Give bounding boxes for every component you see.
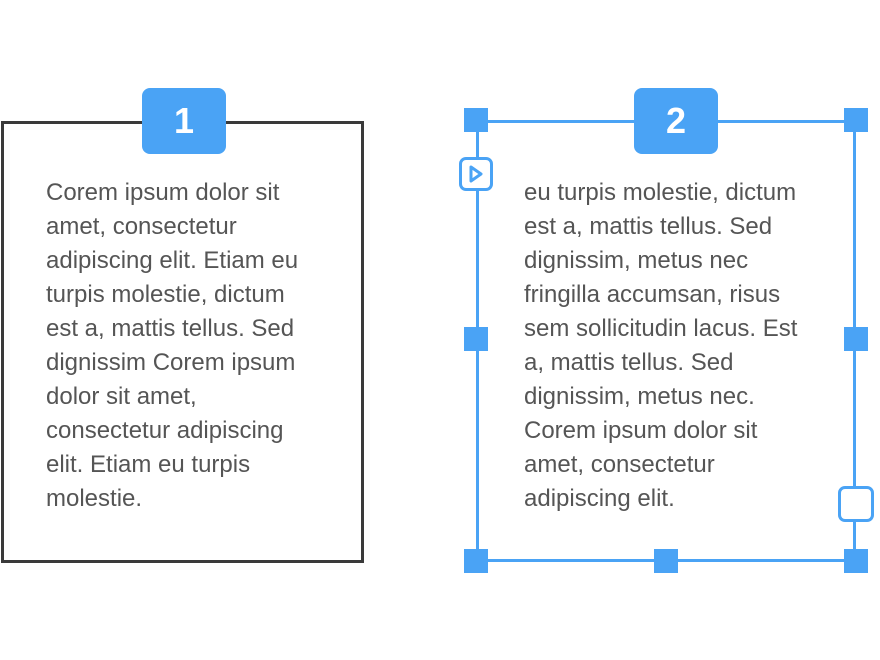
resize-handle-bottom-right[interactable] bbox=[844, 549, 868, 573]
frame-number-badge-1: 1 bbox=[142, 88, 226, 154]
resize-handle-bottom-left[interactable] bbox=[464, 549, 488, 573]
frame-number-badge-2: 2 bbox=[634, 88, 718, 154]
text-frame-1[interactable] bbox=[1, 121, 364, 563]
frame-1-text: Corem ipsum dolor sit amet, consectetur … bbox=[46, 179, 299, 512]
resize-handle-middle-left[interactable] bbox=[464, 327, 488, 351]
text-flow-in-port[interactable] bbox=[459, 157, 493, 191]
frame-2-text: eu turpis molestie, dictum est a, mattis… bbox=[524, 179, 798, 512]
text-frame-2-selected[interactable] bbox=[476, 120, 856, 562]
text-flow-out-port-icon[interactable] bbox=[838, 486, 874, 522]
resize-handle-middle-right[interactable] bbox=[844, 327, 868, 351]
play-triangle-icon bbox=[469, 165, 483, 183]
resize-handle-top-right[interactable] bbox=[844, 108, 868, 132]
resize-handle-bottom-middle[interactable] bbox=[654, 549, 678, 573]
resize-handle-top-left[interactable] bbox=[464, 108, 488, 132]
